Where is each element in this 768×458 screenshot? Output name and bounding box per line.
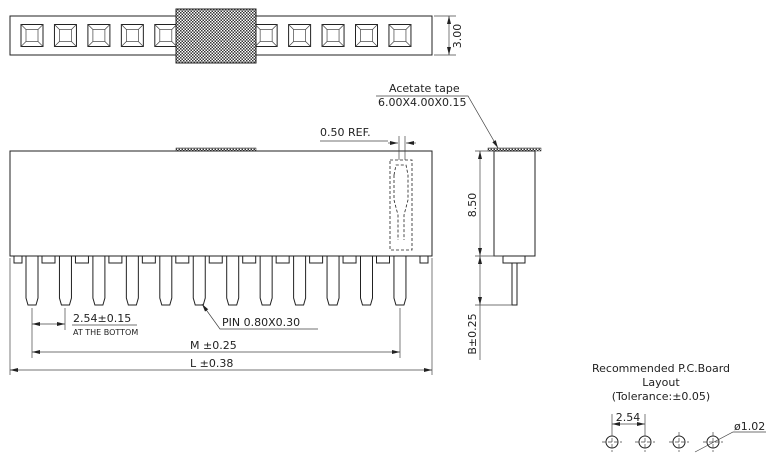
front-pins bbox=[13, 255, 429, 306]
pcb-title: Recommended P.C.Board bbox=[592, 362, 730, 375]
standoff bbox=[309, 255, 324, 264]
standoff bbox=[342, 255, 357, 264]
pin bbox=[326, 256, 340, 306]
standoff bbox=[41, 255, 56, 264]
contact-square bbox=[154, 24, 178, 47]
standoff bbox=[275, 255, 290, 264]
pin bbox=[293, 256, 307, 306]
standoff bbox=[13, 255, 23, 264]
pcb-layout: Recommended P.C.Board Layout (Tolerance:… bbox=[592, 362, 766, 453]
pin bbox=[159, 256, 173, 306]
pcb-hole bbox=[602, 432, 622, 452]
front-view: 0.50 REF. 2.54±0.15 AT THE BOTTOM PIN 0.… bbox=[9, 126, 433, 375]
pin bbox=[259, 256, 273, 306]
m-dim: M ±0.25 bbox=[190, 339, 237, 352]
pitch-dim: 2.54±0.15 bbox=[73, 312, 131, 325]
contact-square bbox=[355, 24, 378, 47]
top-view: 3.00 bbox=[9, 8, 464, 64]
contact-square bbox=[20, 24, 44, 47]
side-view: Acetate tape 6.00X4.00X0.15 8.50 B±0.25 bbox=[376, 82, 542, 360]
pin-label: PIN 0.80X0.30 bbox=[222, 316, 300, 329]
pin bbox=[25, 256, 39, 306]
pin bbox=[125, 256, 139, 306]
tape-label: Acetate tape bbox=[389, 82, 460, 95]
contact-square bbox=[288, 24, 312, 47]
side-pin-dim: B±0.25 bbox=[466, 313, 479, 354]
side-height-dim: 8.50 bbox=[466, 193, 479, 218]
top-height-dim: 3.00 bbox=[451, 24, 464, 49]
pcb-hole bbox=[669, 432, 689, 452]
pin bbox=[58, 256, 72, 306]
pcb-hole bbox=[635, 432, 655, 452]
pcb-title-layout: Layout bbox=[642, 376, 680, 389]
side-body bbox=[493, 150, 536, 257]
pin bbox=[360, 256, 373, 306]
l-dim: L ±0.38 bbox=[190, 357, 233, 370]
pin bbox=[192, 256, 206, 306]
standoff bbox=[242, 255, 257, 264]
hole-diameter: ø1.02 bbox=[734, 420, 765, 433]
pin bbox=[92, 256, 106, 306]
standoff bbox=[141, 255, 156, 264]
standoff bbox=[108, 255, 123, 264]
pin bbox=[226, 256, 240, 306]
contact-square bbox=[120, 24, 144, 47]
pitch-note: AT THE BOTTOM bbox=[73, 328, 138, 337]
ref-dim: 0.50 REF. bbox=[320, 126, 371, 139]
contact-square bbox=[254, 24, 278, 47]
pcb-pitch: 2.54 bbox=[616, 411, 641, 424]
contact-hidden-detail bbox=[389, 159, 413, 251]
pcb-tolerance: (Tolerance:±0.05) bbox=[612, 390, 710, 403]
standoff bbox=[208, 255, 223, 264]
standoff bbox=[376, 255, 390, 264]
contact-square bbox=[87, 24, 111, 47]
tape-patch bbox=[175, 8, 257, 64]
standoff bbox=[419, 255, 429, 264]
pcb-holes bbox=[602, 432, 723, 452]
pcb-hole bbox=[703, 432, 723, 452]
side-pin bbox=[511, 262, 518, 306]
standoff bbox=[175, 255, 190, 264]
contact-square bbox=[53, 24, 77, 47]
contact-square bbox=[321, 24, 345, 47]
tape-size: 6.00X4.00X0.15 bbox=[378, 96, 467, 109]
contact-square bbox=[388, 24, 412, 47]
front-body bbox=[9, 150, 433, 257]
pin bbox=[393, 256, 407, 306]
standoff bbox=[74, 255, 89, 264]
